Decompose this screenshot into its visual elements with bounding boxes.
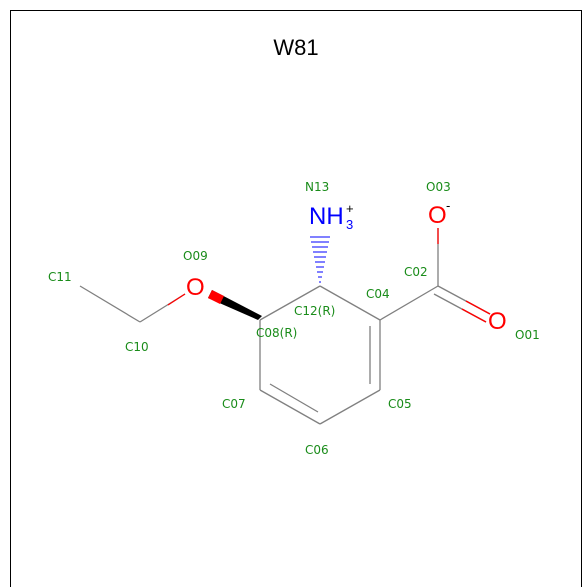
nitrogen-n13-charge: +: [346, 201, 354, 216]
atom-label-c02: C02: [404, 265, 428, 279]
bond-o09-end: [167, 293, 186, 306]
atom-label-c12: C12(R): [294, 304, 335, 318]
atom-label-o03: O03: [426, 180, 451, 194]
bond-c05-c06: [319, 389, 381, 425]
atom-label-o01: O01: [515, 328, 540, 342]
bond-c11-c10: [79, 285, 141, 323]
atom-label-c04: C04: [366, 287, 390, 301]
wedge-bond-c08-o09-red: [208, 290, 224, 304]
atom-label-c11: C11: [48, 270, 72, 284]
oxygen-o01-symbol: O: [488, 308, 507, 335]
molecule-title: W81: [273, 35, 319, 60]
bond-c06-c07-inner: [269, 383, 319, 413]
nitrogen-n13-hcount: 3: [346, 217, 353, 232]
bond-o01-end-b: [461, 308, 487, 323]
bond-o01-end-a: [465, 300, 491, 315]
atom-label-c05: C05: [388, 397, 412, 411]
atom-label-c06: C06: [305, 443, 329, 457]
oxygen-o03-charge: -: [446, 198, 450, 213]
atom-label-n13: N13: [305, 180, 329, 194]
atom-label-c07: C07: [222, 397, 246, 411]
bond-c12-c04: [319, 285, 381, 321]
atom-label-c08: C08(R): [256, 326, 297, 340]
atom-label-c10: C10: [125, 340, 149, 354]
diagram-frame: W81: [10, 10, 582, 587]
atom-label-o09: O09: [183, 249, 208, 263]
oxygen-o09-symbol: O: [186, 274, 205, 301]
bond-c08-c12: [259, 285, 321, 321]
oxygen-o03-symbol: O: [428, 202, 447, 229]
nitrogen-n13-symbol: NH: [309, 203, 344, 230]
bond-c04-c02: [379, 285, 439, 321]
bond-c06-c07: [259, 389, 321, 425]
